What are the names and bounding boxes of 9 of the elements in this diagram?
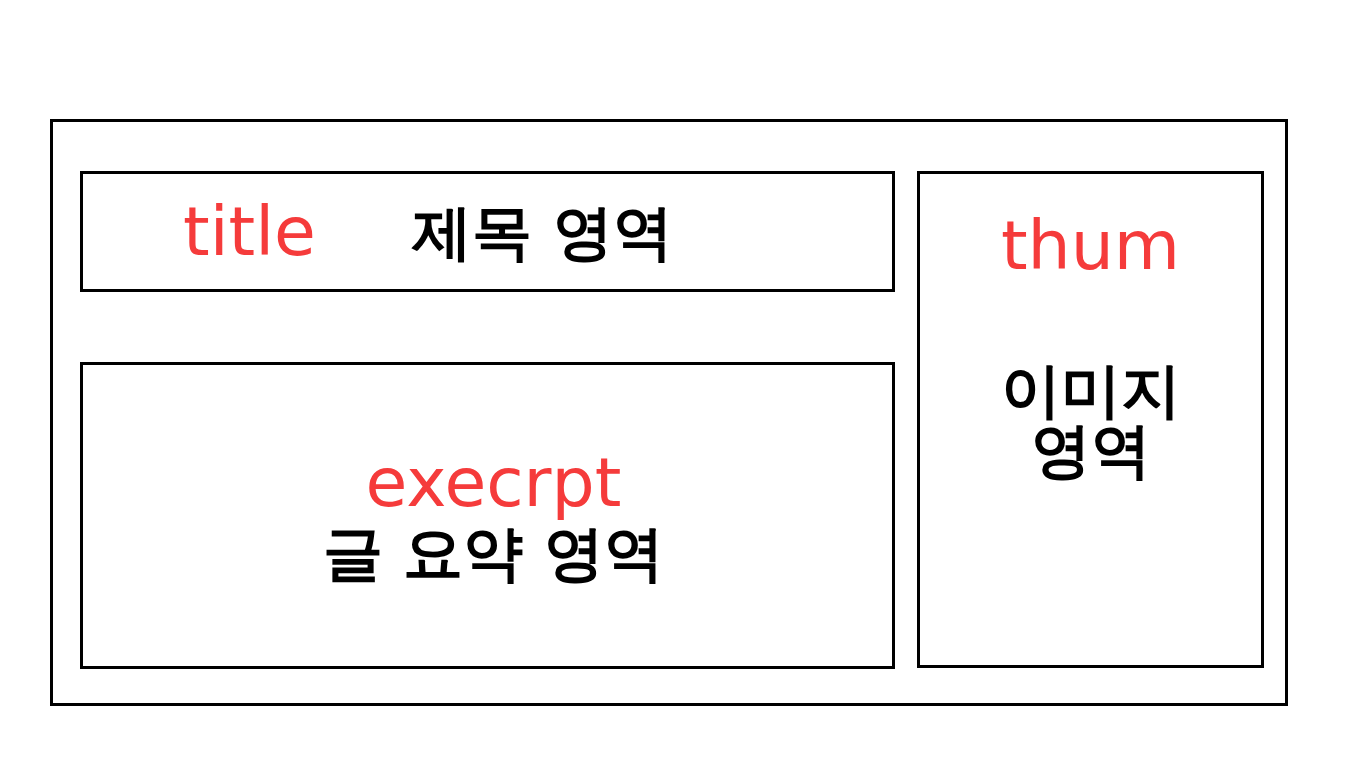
- region-name: 이미지 영역: [999, 360, 1182, 480]
- region-box: [80, 171, 895, 292]
- layout-frame: [50, 119, 1288, 706]
- region-box: [917, 171, 1264, 668]
- region-name: 글 요약 영역: [322, 522, 665, 583]
- region-name: 제목 영역: [411, 201, 673, 262]
- region-id-label: title: [183, 197, 316, 266]
- region-box: [80, 362, 895, 669]
- region-id-label: thum: [1000, 212, 1181, 280]
